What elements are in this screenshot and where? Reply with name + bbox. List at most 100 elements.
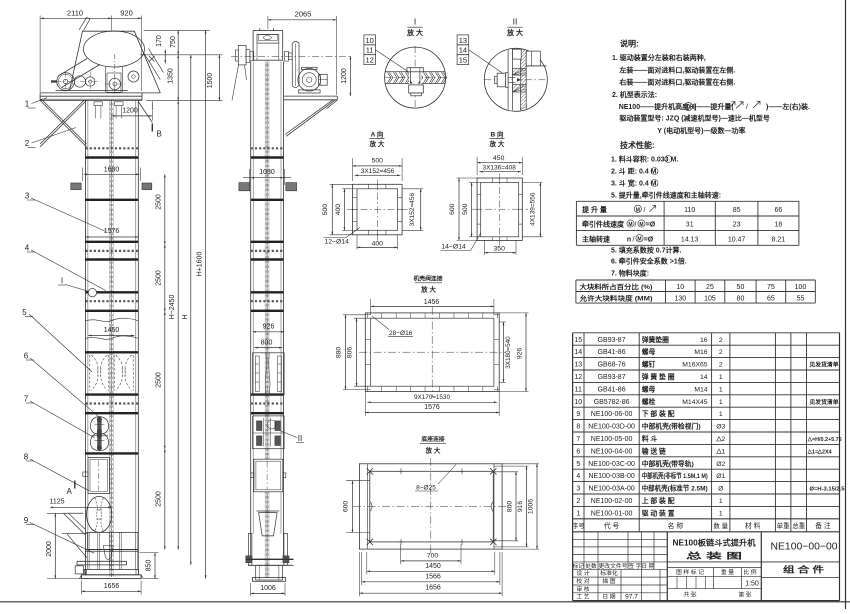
svg-text:H: H — [182, 314, 189, 319]
svg-text:50: 50 — [737, 284, 745, 291]
svg-text:Ø1: Ø1 — [716, 473, 725, 480]
svg-text:1200: 1200 — [122, 108, 138, 115]
svg-text:110: 110 — [684, 207, 695, 214]
svg-text:NE100-02-00: NE100-02-00 — [591, 498, 633, 505]
svg-text:II: II — [513, 17, 518, 27]
svg-text:NE100-01-00: NE100-01-00 — [591, 510, 633, 517]
svg-text:/: / — [746, 104, 748, 111]
svg-text:13: 13 — [574, 362, 582, 369]
svg-text:2500: 2500 — [156, 491, 163, 507]
svg-text:中部机壳(非标节 1.5M,1 M): 中部机壳(非标节 1.5M,1 M) — [642, 471, 708, 480]
svg-text:备 注: 备 注 — [815, 521, 831, 530]
svg-text:工 艺: 工 艺 — [576, 592, 589, 600]
svg-text:底座连接: 底座连接 — [421, 435, 444, 443]
svg-text:3X152=456: 3X152=456 — [361, 168, 395, 175]
svg-text:15: 15 — [574, 337, 582, 344]
svg-text:H−2450: H−2450 — [169, 295, 176, 320]
svg-text:右装——面对进料口,驱动装置在右侧.: 右装——面对进料口,驱动装置在右侧. — [618, 78, 735, 87]
svg-text:NE100-06-00: NE100-06-00 — [591, 411, 633, 418]
svg-text:M: M — [636, 207, 640, 213]
svg-text:重 量: 重 量 — [721, 568, 734, 576]
svg-text:审 核: 审 核 — [576, 585, 589, 593]
svg-text:1680: 1680 — [104, 166, 120, 173]
svg-text:1656: 1656 — [425, 585, 441, 592]
svg-text:500: 500 — [322, 204, 329, 216]
svg-text:12: 12 — [574, 374, 582, 381]
svg-text:M: M — [639, 222, 643, 228]
svg-text:1656: 1656 — [104, 583, 120, 590]
svg-text:=Ø: =Ø — [646, 222, 656, 229]
svg-text:2. 机型表示法:: 2. 机型表示法: — [612, 90, 657, 99]
svg-text:=Ø: =Ø — [644, 236, 654, 243]
svg-text:8−Ø25: 8−Ø25 — [416, 485, 436, 492]
svg-text:920: 920 — [120, 8, 133, 17]
svg-text:/: / — [635, 222, 637, 229]
svg-text:12−Ø14: 12−Ø14 — [325, 238, 350, 245]
svg-text:600: 600 — [449, 203, 456, 215]
svg-text:Ø3: Ø3 — [716, 424, 725, 431]
svg-text:2. 斗 距: 0.4 M.: 2. 斗 距: 0.4 M. — [611, 167, 659, 176]
svg-text:单重: 单重 — [777, 521, 791, 530]
svg-text:螺钉: 螺钉 — [642, 360, 656, 369]
svg-text:8: 8 — [576, 424, 580, 431]
svg-text:1=: 1= — [812, 449, 818, 455]
svg-text:806: 806 — [347, 347, 354, 359]
svg-text:标记: 标记 — [572, 562, 584, 570]
svg-text:2000: 2000 — [46, 541, 53, 557]
svg-text:1566: 1566 — [425, 574, 441, 581]
svg-text:M16X65: M16X65 — [682, 362, 708, 369]
svg-text:Ø=H-3.15/2.5: Ø=H-3.15/2.5 — [810, 487, 846, 493]
svg-text:700: 700 — [427, 552, 439, 559]
svg-text:)——提升量(: )——提升量( — [694, 102, 734, 111]
svg-text:总重: 总重 — [792, 521, 806, 530]
svg-text:GB68-76: GB68-76 — [598, 362, 626, 369]
svg-text:28−Ø16: 28−Ø16 — [389, 330, 413, 337]
svg-text:1: 1 — [719, 498, 723, 505]
svg-text:n: n — [627, 236, 631, 243]
svg-text:7. 物料块度:: 7. 物料块度: — [611, 269, 649, 278]
svg-text:800: 800 — [506, 501, 513, 513]
svg-text:2: 2 — [719, 362, 723, 369]
svg-text:A 向: A 向 — [371, 129, 384, 138]
svg-text:机壳阀连接: 机壳阀连接 — [414, 275, 443, 283]
svg-text:10: 10 — [366, 36, 374, 45]
svg-text:9: 9 — [576, 411, 580, 418]
svg-text:NE100-05-00: NE100-05-00 — [591, 436, 633, 443]
svg-text:日 期: 日 期 — [602, 593, 615, 600]
svg-text:牵引件线速度: 牵引件线速度 — [582, 220, 625, 229]
svg-text:II: II — [298, 434, 302, 443]
svg-text:驱 动 装 置: 驱 动 装 置 — [642, 508, 675, 517]
svg-text:1006: 1006 — [260, 585, 276, 592]
svg-text:B 向: B 向 — [491, 129, 505, 138]
svg-text:16: 16 — [700, 337, 708, 344]
svg-text:2: 2 — [719, 337, 723, 344]
svg-text:第 张: 第 张 — [738, 591, 751, 599]
svg-text:14: 14 — [459, 46, 467, 55]
svg-text:放 大: 放 大 — [420, 285, 436, 294]
svg-text:7: 7 — [24, 395, 29, 404]
svg-text:NE100-03D-00: NE100-03D-00 — [588, 424, 635, 431]
svg-text:M: M — [637, 237, 641, 243]
svg-text:2065: 2065 — [295, 10, 312, 19]
svg-text:55: 55 — [797, 295, 805, 302]
svg-text:500: 500 — [372, 158, 384, 165]
svg-text:组 合 件: 组 合 件 — [783, 565, 825, 575]
svg-text:4: 4 — [576, 473, 580, 480]
svg-text:主轴转速: 主轴转速 — [582, 234, 610, 243]
svg-text:共 张: 共 张 — [683, 591, 696, 599]
svg-text:8: 8 — [24, 453, 29, 462]
svg-text:2: 2 — [576, 498, 580, 505]
svg-text:NE100−00−00: NE100−00−00 — [771, 541, 838, 553]
svg-text:NE100-03C-00: NE100-03C-00 — [588, 461, 635, 468]
svg-text:Y (电动机型号)—级数—功率: Y (电动机型号)—级数—功率 — [657, 126, 745, 135]
svg-text:NE100-03B-00: NE100-03B-00 — [588, 473, 634, 480]
svg-text:1: 1 — [719, 386, 723, 393]
svg-text:15: 15 — [459, 56, 467, 65]
svg-text:NE100板链斗式提升机: NE100板链斗式提升机 — [673, 538, 756, 548]
svg-text:100: 100 — [795, 284, 807, 291]
svg-text:2: 2 — [721, 436, 725, 443]
svg-text:设 计: 设 计 — [576, 569, 589, 577]
svg-text:螺母: 螺母 — [642, 384, 656, 393]
svg-text:926: 926 — [263, 323, 275, 330]
svg-text:11: 11 — [575, 386, 582, 393]
